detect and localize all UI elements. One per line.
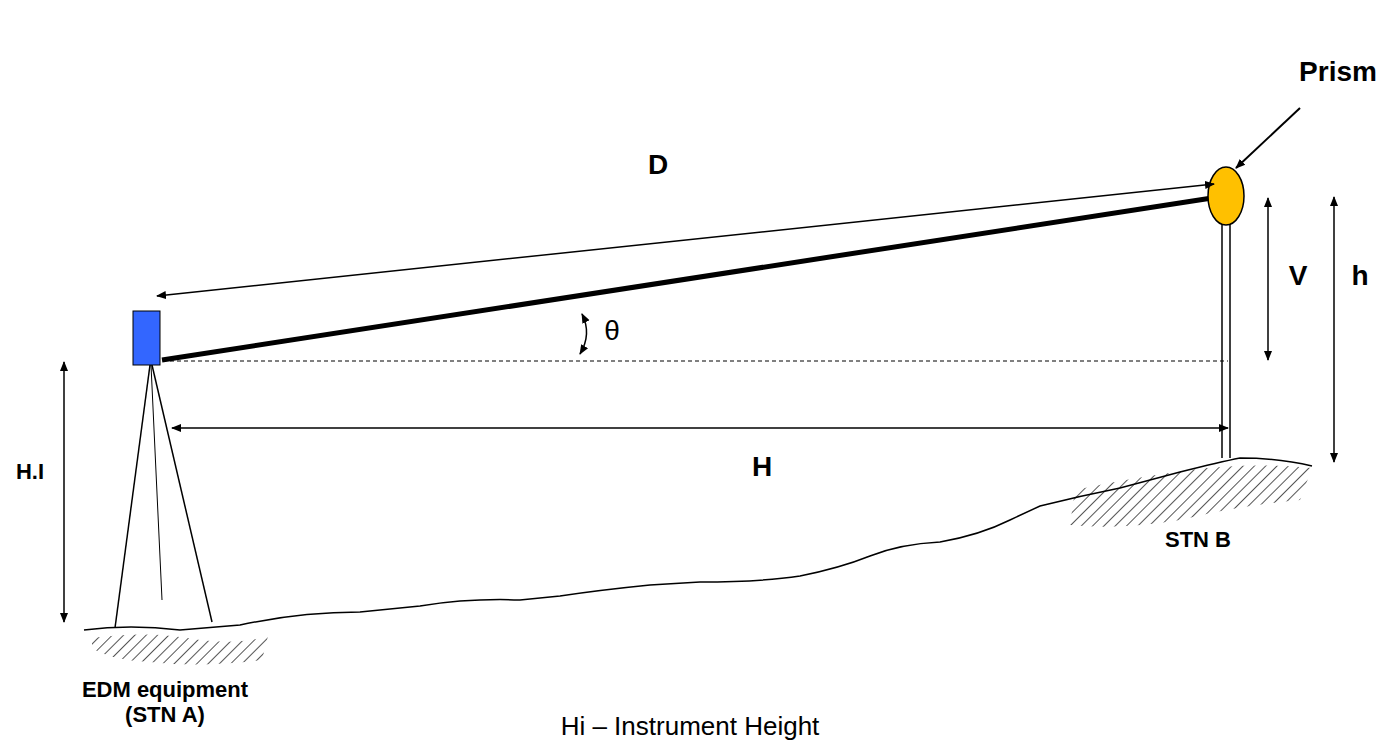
angle-label: θ	[604, 315, 620, 347]
tripod-leg	[151, 365, 162, 600]
prism	[1208, 167, 1244, 225]
horizontal-reference	[170, 361, 1228, 362]
dimension-arrow	[63, 362, 65, 622]
dimension-label: H.I	[16, 459, 44, 484]
prism-pole	[1221, 222, 1223, 458]
dimension-arrow	[1267, 198, 1269, 360]
callout-label: Prism	[1299, 56, 1377, 88]
dimension-arrow	[1333, 197, 1335, 462]
ground-hatch	[92, 634, 268, 664]
note-text: Hi – Instrument Height	[561, 712, 820, 742]
tripod-leg	[152, 365, 212, 622]
tripod-leg	[115, 365, 150, 628]
edm-instrument	[133, 311, 160, 365]
ground-line	[84, 458, 1312, 630]
dimension-label: D	[648, 149, 668, 181]
dimension-label: h	[1351, 260, 1368, 292]
angle-arc	[580, 314, 587, 354]
prism-pole	[1229, 222, 1231, 458]
dimension-arrow	[172, 427, 1228, 429]
leader-line	[1236, 108, 1300, 168]
dimension-label: V	[1289, 260, 1308, 292]
dimension-label: H	[752, 451, 772, 483]
station-label: EDM equipment (STN A)	[60, 677, 270, 728]
station-label: STN B	[1165, 527, 1231, 552]
ground-hatch	[1070, 465, 1312, 526]
dimension-arrow	[157, 184, 1214, 296]
